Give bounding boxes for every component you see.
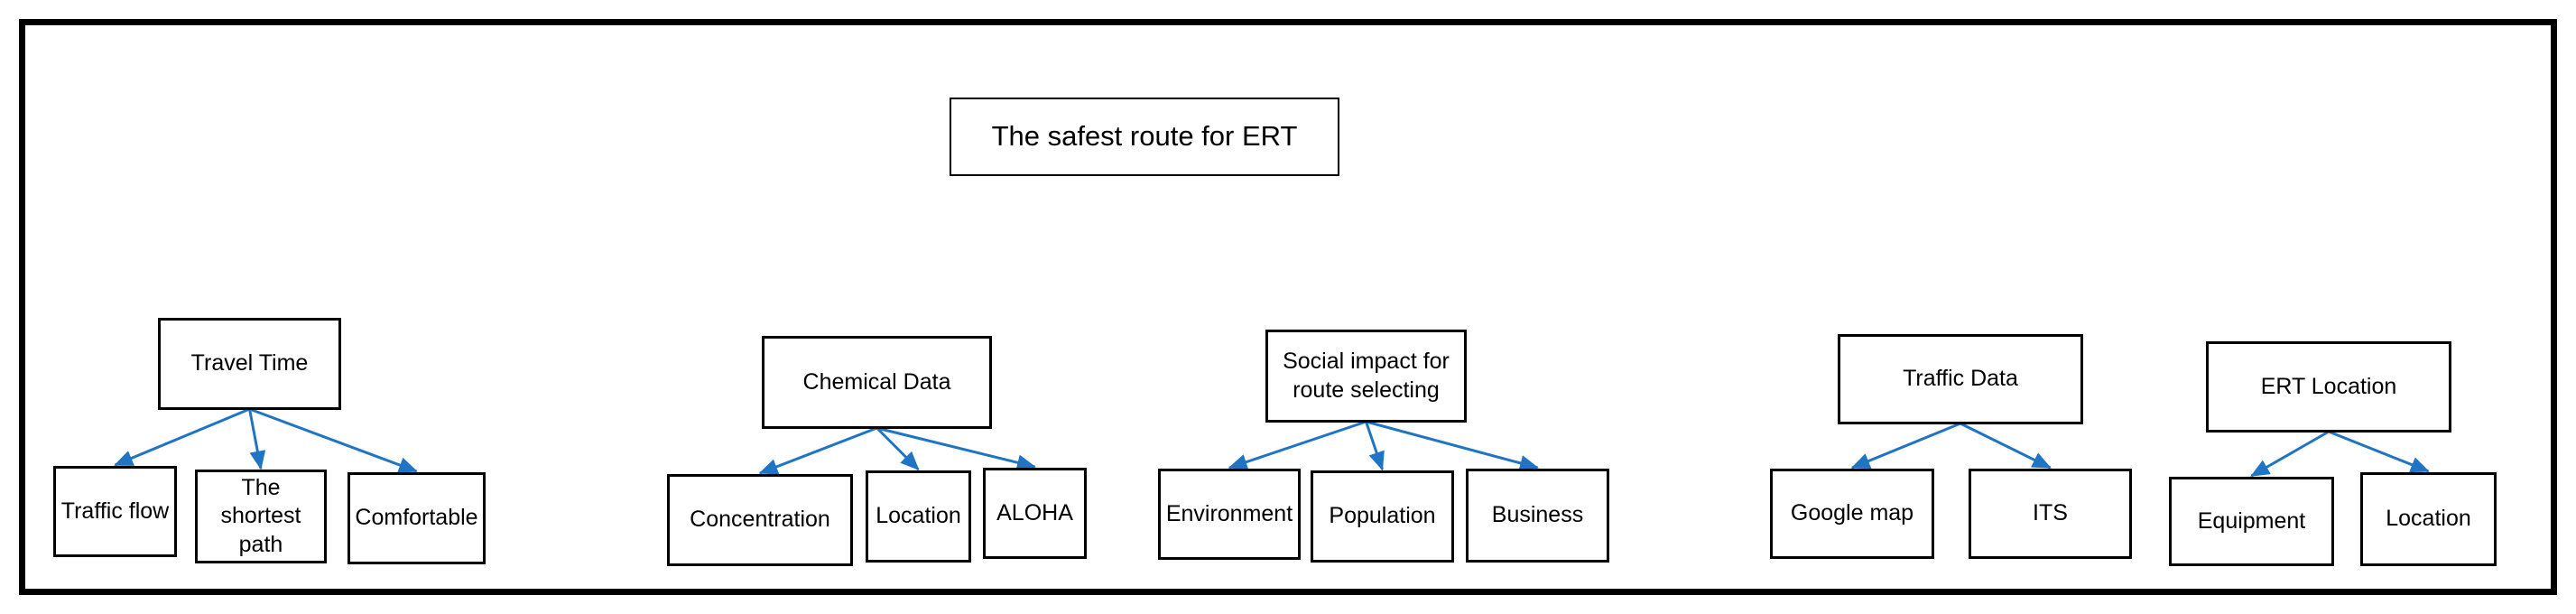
node-comfortable: Comfortable [347, 472, 486, 564]
node-label: Comfortable [355, 505, 478, 531]
node-label: Travel Time [190, 350, 309, 377]
node-label: ITS [2033, 500, 2068, 526]
node-label: Population [1329, 503, 1436, 529]
node-chemical-data: Chemical Data [762, 336, 992, 429]
node-label: Google map [1790, 500, 1914, 526]
node-ert-location: ERT Location [2206, 341, 2451, 433]
node-the-shortest-path: The shortest path [195, 470, 327, 563]
node-location-ert: Location [2360, 472, 2497, 566]
diagram-border [19, 19, 2557, 595]
node-social-impact: Social impact for route selecting [1265, 330, 1467, 423]
node-traffic-flow: Traffic flow [53, 466, 177, 557]
node-environment: Environment [1158, 469, 1301, 560]
node-label: ERT Location [2260, 373, 2397, 399]
node-travel-time: Travel Time [158, 318, 341, 410]
node-label: Environment [1165, 500, 1293, 526]
node-aloha: ALOHA [983, 468, 1087, 559]
node-label: Business [1491, 502, 1584, 528]
node-label: Equipment [2197, 507, 2306, 534]
node-label: ALOHA [996, 499, 1073, 526]
node-google-map: Google map [1770, 469, 1934, 559]
node-traffic-data: Traffic Data [1838, 334, 2083, 424]
node-business: Business [1466, 469, 1609, 563]
node-label: The shortest path [220, 475, 301, 557]
node-label: Location [876, 503, 961, 529]
node-concentration: Concentration [667, 474, 853, 566]
node-label: Chemical Data [802, 368, 951, 395]
node-equipment: Equipment [2169, 477, 2334, 566]
node-label: Concentration [690, 507, 830, 533]
node-its: ITS [1969, 469, 2132, 559]
node-label: The safest route for ERT [991, 120, 1298, 153]
node-location-chemical: Location [866, 470, 971, 563]
node-population: Population [1311, 470, 1454, 563]
node-label: Social impact for route selecting [1283, 349, 1450, 403]
node-label: Traffic Data [1903, 366, 2018, 392]
node-label: Location [2386, 506, 2471, 532]
node-safest-route-for-ert: The safest route for ERT [950, 98, 1339, 176]
node-label: Traffic flow [60, 498, 170, 524]
